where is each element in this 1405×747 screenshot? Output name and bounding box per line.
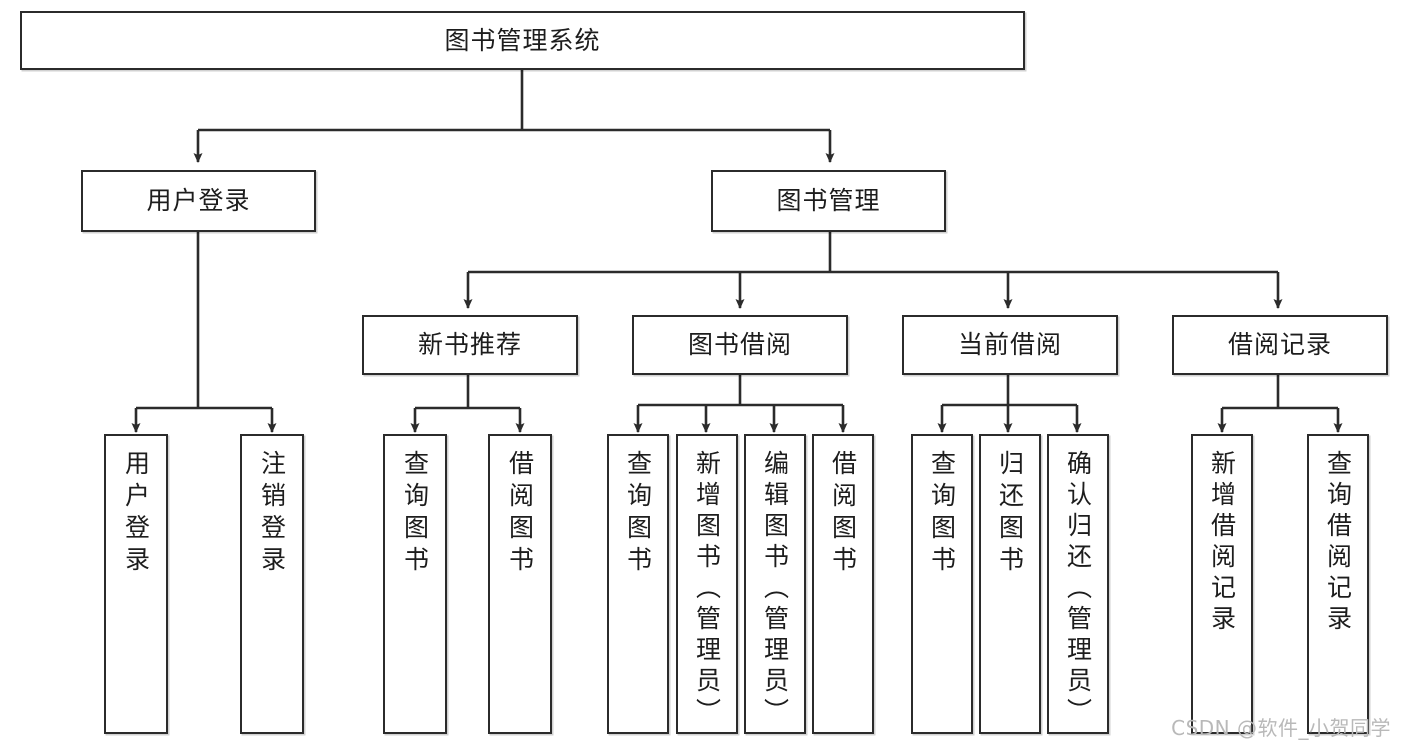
- node-borrow-record[interactable]: 借阅记录: [1172, 315, 1388, 375]
- node-leaf-confirm-return[interactable]: 确认归还（管理员）: [1047, 434, 1109, 734]
- node-leaf-query-record[interactable]: 查询借阅记录: [1307, 434, 1369, 734]
- node-leaf-user-login[interactable]: 用户登录: [104, 434, 168, 734]
- node-leaf-query-book-1-label: 查询图书: [400, 450, 430, 578]
- node-leaf-borrow-book-1[interactable]: 借阅图书: [488, 434, 552, 734]
- node-leaf-edit-book-label: 编辑图书（管理员）: [760, 450, 790, 729]
- node-leaf-add-record-label: 新增借阅记录: [1207, 450, 1237, 636]
- node-leaf-query-book-3-label: 查询图书: [927, 450, 957, 578]
- node-leaf-return-book-label: 归还图书: [995, 450, 1025, 578]
- node-leaf-query-book-2[interactable]: 查询图书: [607, 434, 669, 734]
- node-borrow-record-label: 借阅记录: [1227, 330, 1332, 359]
- node-book-borrow-label: 图书借阅: [687, 330, 792, 359]
- node-new-book-recommend[interactable]: 新书推荐: [362, 315, 578, 375]
- node-leaf-return-book[interactable]: 归还图书: [979, 434, 1041, 734]
- node-root-label: 图书管理系统: [444, 25, 601, 55]
- node-leaf-query-book-2-label: 查询图书: [623, 450, 653, 578]
- node-leaf-query-record-label: 查询借阅记录: [1323, 450, 1353, 636]
- node-leaf-confirm-return-label: 确认归还（管理员）: [1063, 450, 1093, 729]
- node-leaf-add-book[interactable]: 新增图书（管理员）: [676, 434, 738, 734]
- node-new-book-recommend-label: 新书推荐: [417, 330, 522, 359]
- node-root[interactable]: 图书管理系统: [20, 11, 1025, 70]
- node-user-login[interactable]: 用户登录: [81, 170, 316, 232]
- node-leaf-query-book-1[interactable]: 查询图书: [383, 434, 447, 734]
- node-book-manage[interactable]: 图书管理: [711, 170, 946, 232]
- node-leaf-add-book-label: 新增图书（管理员）: [692, 450, 722, 729]
- node-user-login-label: 用户登录: [146, 186, 251, 215]
- node-leaf-user-login-label: 用户登录: [121, 450, 151, 578]
- node-leaf-logout[interactable]: 注销登录: [240, 434, 304, 734]
- node-leaf-logout-label: 注销登录: [257, 450, 287, 578]
- node-leaf-add-record[interactable]: 新增借阅记录: [1191, 434, 1253, 734]
- node-book-manage-label: 图书管理: [776, 186, 881, 215]
- csdn-watermark: CSDN @软件_小贺同学: [1171, 716, 1391, 740]
- node-leaf-borrow-book-2[interactable]: 借阅图书: [812, 434, 874, 734]
- node-leaf-borrow-book-1-label: 借阅图书: [505, 450, 535, 578]
- node-leaf-query-book-3[interactable]: 查询图书: [911, 434, 973, 734]
- node-current-borrow[interactable]: 当前借阅: [902, 315, 1118, 375]
- node-leaf-edit-book[interactable]: 编辑图书（管理员）: [744, 434, 806, 734]
- node-book-borrow[interactable]: 图书借阅: [632, 315, 848, 375]
- node-leaf-borrow-book-2-label: 借阅图书: [828, 450, 858, 578]
- node-current-borrow-label: 当前借阅: [957, 330, 1062, 359]
